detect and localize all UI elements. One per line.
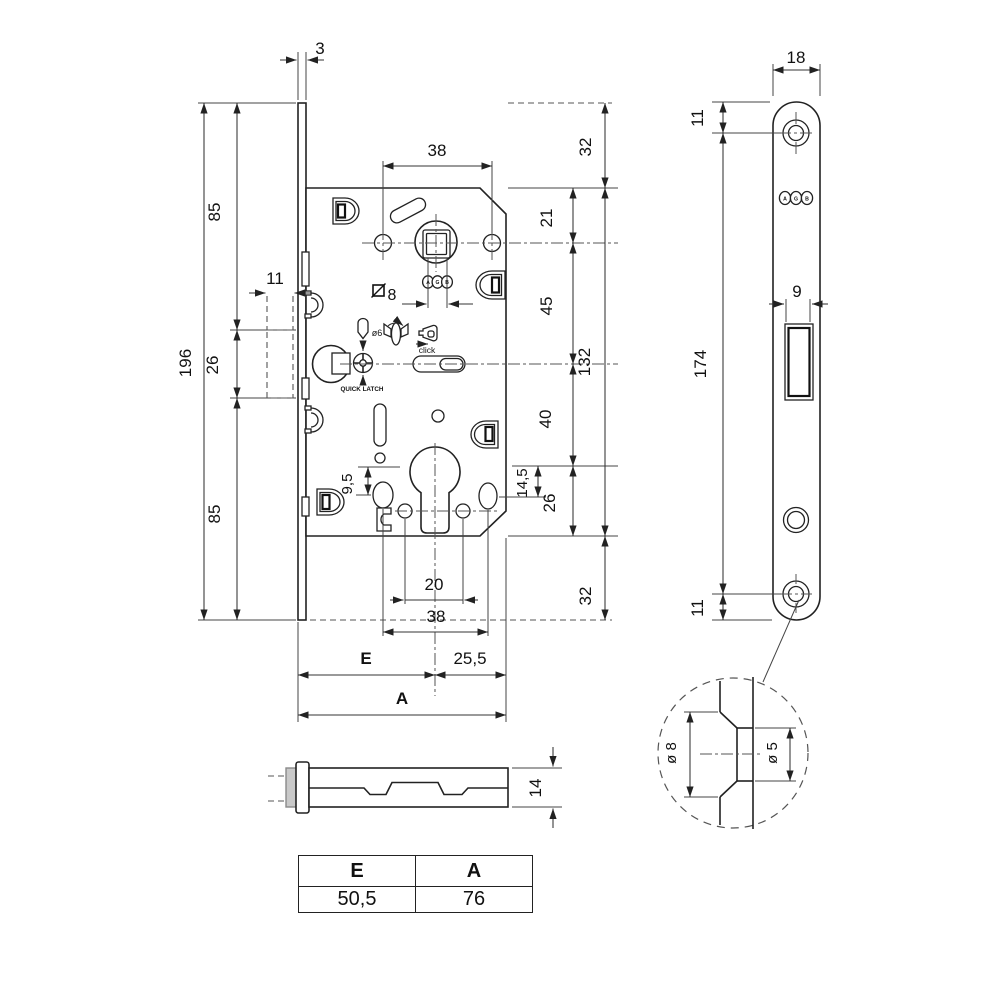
logo-letter: G [436, 280, 440, 286]
lever-slot [389, 197, 427, 224]
mounting-pad [316, 488, 345, 516]
lock-body-outline [305, 187, 507, 537]
dim-40: 40 [536, 410, 555, 429]
main-view: A G B [176, 39, 618, 722]
latch-bolt-edge [301, 251, 310, 287]
bolt-profile [309, 781, 508, 796]
dim-window-width: 9 [792, 282, 801, 301]
dim-26-right: 26 [540, 494, 559, 513]
pin-hole [357, 317, 369, 340]
dim-plate-lower: 85 [205, 505, 224, 524]
spec-header-a: A [415, 855, 533, 887]
logo-letter: A [783, 196, 787, 202]
latch-window-inner [787, 326, 811, 398]
dim-handle-screw-spacing: 38 [428, 141, 447, 160]
dim-countersink-dia: ø 8 [663, 742, 680, 764]
dim-backset-label: E [360, 649, 371, 668]
countersink-slant [719, 711, 738, 729]
small-hole [431, 409, 445, 423]
dim-bottom-offset: 32 [576, 587, 595, 606]
dim-window-height: 26 [203, 356, 222, 375]
quick-latch-label: QUICK LATCH [341, 386, 384, 393]
small-hole [374, 452, 386, 464]
spring-clip-icon [383, 316, 409, 346]
dim-21: 21 [537, 209, 556, 228]
clip-bracket [376, 507, 392, 532]
magnet-window-dashed [266, 329, 294, 399]
dim-bolt-height: 14 [526, 779, 545, 798]
dim-plate-width: 18 [787, 48, 806, 67]
dim-plate-upper: 85 [205, 203, 224, 222]
dim-plate-length: 196 [176, 349, 195, 377]
dim-hole-dia: ø 5 [764, 742, 781, 764]
dim-top-offset: 32 [576, 138, 595, 157]
dim-9-5: 9,5 [339, 474, 356, 495]
bolt-head [295, 761, 310, 814]
oval-hole [372, 481, 394, 509]
screw-hole [779, 112, 813, 154]
dim-14-5: 14,5 [514, 468, 531, 497]
dim-body-height: 132 [575, 348, 594, 376]
dim-45: 45 [537, 297, 556, 316]
detail-leader [762, 599, 800, 683]
dim-screw-spacing: 174 [691, 350, 710, 378]
spec-header-e: E [298, 855, 416, 887]
mounting-pad [475, 270, 506, 300]
detail-circle [657, 677, 809, 829]
dim-20: 20 [425, 575, 444, 594]
click-stop-icon [416, 324, 438, 348]
round-hole-inner [786, 510, 806, 530]
oblong-hole [373, 403, 387, 447]
agb-logo: A G B [421, 275, 454, 289]
faceplate-view: A G B [688, 48, 828, 683]
mounting-pad [470, 420, 499, 449]
countersink-slant [719, 780, 738, 798]
spring-hook [304, 405, 324, 434]
detail-view: ø 8 ø 5 [657, 677, 809, 829]
click-label: click [419, 345, 436, 355]
dim-total-label: A [396, 689, 408, 708]
latch-side-view: 14 [268, 747, 562, 828]
agb-logo: A G B [778, 190, 814, 206]
dim-plate-thickness: 3 [315, 39, 324, 58]
oval-hole [478, 482, 498, 510]
dim-top-screw: 11 [688, 109, 707, 127]
edge-stub [301, 377, 310, 400]
dim-25-5: 25,5 [453, 649, 486, 668]
square-section-symbol [371, 283, 386, 298]
edge-stub [301, 496, 310, 517]
logo-letter: B [805, 196, 809, 202]
dim-pin-diameter: ø6 [372, 328, 383, 338]
dim-window-width: 11 [266, 269, 284, 288]
logo-letter: G [794, 196, 798, 202]
spec-value-e: 50,5 [298, 886, 416, 913]
dim-38-bottom: 38 [427, 607, 446, 626]
mounting-pad [332, 197, 360, 225]
faceplate-edge [297, 102, 307, 621]
spec-table: E A 50,5 76 [298, 855, 533, 913]
dim-bottom-screw: 11 [688, 599, 707, 617]
dim-follower-square: 8 [388, 287, 397, 304]
spec-value-a: 76 [415, 886, 533, 913]
quick-latch-adjuster [352, 340, 374, 386]
spring-hook [304, 290, 324, 319]
